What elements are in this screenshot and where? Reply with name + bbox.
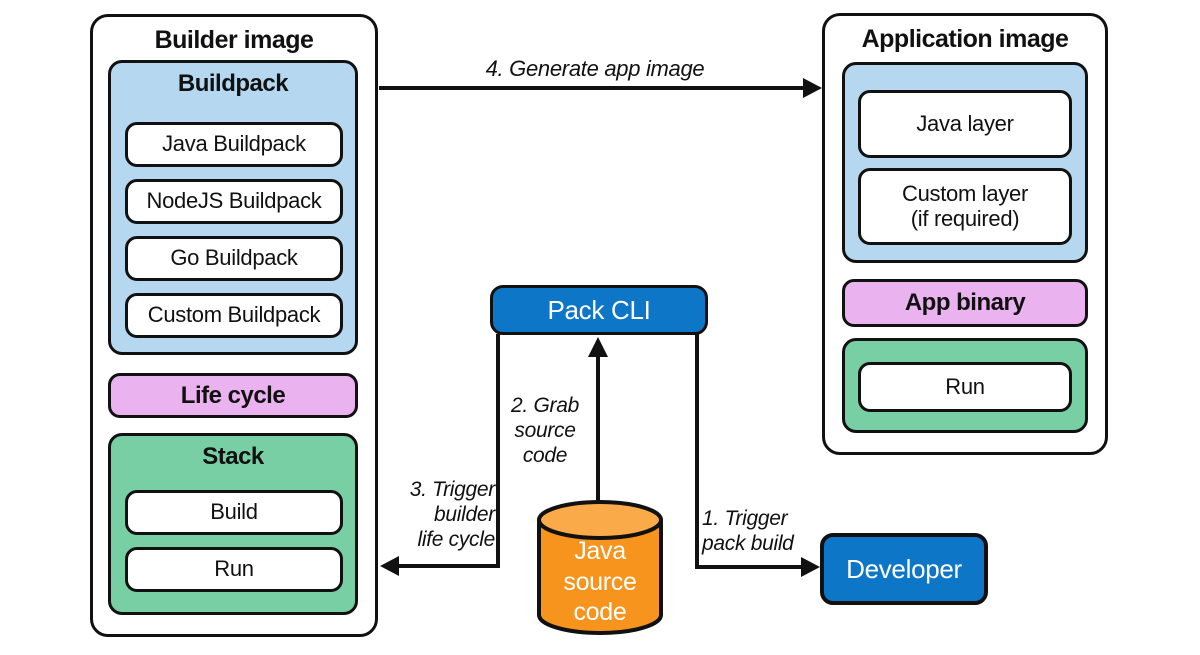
- builder-image-box: Builder image Buildpack Java Buildpack N…: [90, 14, 378, 637]
- buildpack-item-nodejs: NodeJS Buildpack: [125, 179, 343, 224]
- builder-image-title: Builder image: [154, 26, 314, 54]
- app-run-group: Run: [842, 338, 1088, 433]
- life-cycle-band: Life cycle: [108, 373, 358, 418]
- app-run-item: Run: [858, 362, 1072, 412]
- buildpack-item-custom: Custom Buildpack: [125, 293, 343, 338]
- application-image-box: Application image Java layer Custom laye…: [822, 13, 1108, 455]
- label-step2-grab-source-code: 2. Grab source code: [511, 394, 579, 467]
- application-image-title: Application image: [861, 25, 1069, 53]
- stack-item-build: Build: [125, 490, 343, 535]
- label-step1-trigger-pack-build: 1. Trigger pack build: [702, 507, 794, 555]
- buildpack-group-title: Buildpack: [177, 70, 289, 97]
- layer-item-custom: Custom layer (if required): [858, 168, 1072, 245]
- stack-group: Stack Build Run: [108, 433, 358, 615]
- developer-box: Developer: [820, 533, 988, 605]
- stack-group-title: Stack: [202, 443, 264, 470]
- stack-item-run: Run: [125, 547, 343, 592]
- buildpack-item-java: Java Buildpack: [125, 122, 343, 167]
- layer-item-java: Java layer: [858, 90, 1072, 158]
- java-source-label: Java source code: [563, 537, 637, 626]
- label-step3-trigger-builder-lifecycle: 3. Trigger builder life cycle: [409, 478, 496, 551]
- buildpack-group: Buildpack Java Buildpack NodeJS Buildpac…: [108, 60, 358, 355]
- buildpack-item-go: Go Buildpack: [125, 236, 343, 281]
- app-binary-band: App binary: [842, 279, 1088, 327]
- pack-cli-box: Pack CLI: [490, 285, 708, 335]
- app-layers-group: Java layer Custom layer (if required): [842, 62, 1088, 263]
- label-step4-generate-app-image: 4. Generate app image: [485, 56, 705, 81]
